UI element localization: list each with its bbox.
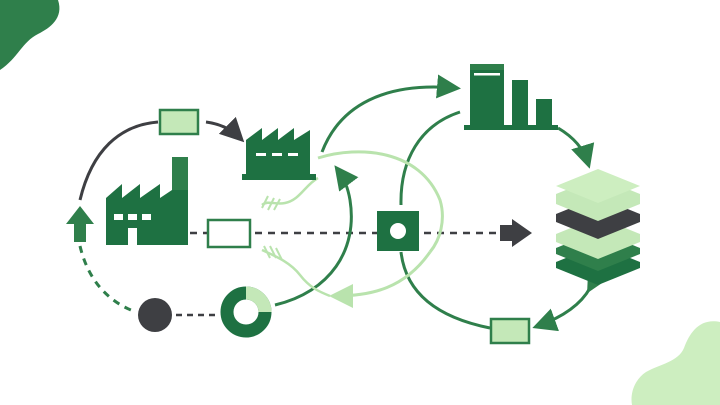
- loop-chart-to-card-top: [399, 110, 461, 206]
- main-flow-arrowhead: [500, 219, 532, 247]
- arc-donut-to-factory: [274, 165, 359, 307]
- rectangle-card-icon: [158, 108, 200, 136]
- loop-hub-to-card: [399, 251, 491, 330]
- arc-left-top: [78, 120, 159, 201]
- light-loop-upper: [317, 150, 444, 253]
- factory-icon: [106, 157, 188, 245]
- rectangle-card-icon: [489, 317, 531, 345]
- arc-chart-to-layers: [557, 126, 595, 169]
- light-hatch-lower: [263, 245, 283, 261]
- corner-blob-bottom-right: [631, 321, 720, 405]
- circle-icon: [138, 298, 172, 332]
- arc-layers-card: [532, 266, 610, 332]
- arc-left-bottom-dashed: [78, 245, 137, 314]
- donut-chart-icon: [220, 286, 272, 338]
- factory-icon: [242, 128, 316, 180]
- arrow-up-icon: [66, 206, 94, 242]
- corner-blob-top-left: [0, 0, 60, 70]
- rectangle-card-icon: [206, 218, 252, 249]
- light-hatch-upper: [261, 195, 281, 211]
- arrow-card-to-factory: [205, 116, 245, 143]
- light-curl-factory: [261, 176, 319, 207]
- bar-chart-icon: [464, 64, 558, 130]
- light-loop-lower: [329, 251, 432, 308]
- arc-factory-to-chart: [320, 74, 461, 153]
- layers-stack-icon: [556, 169, 640, 285]
- square-hub-icon: [377, 211, 419, 251]
- light-curl-lower: [261, 248, 331, 298]
